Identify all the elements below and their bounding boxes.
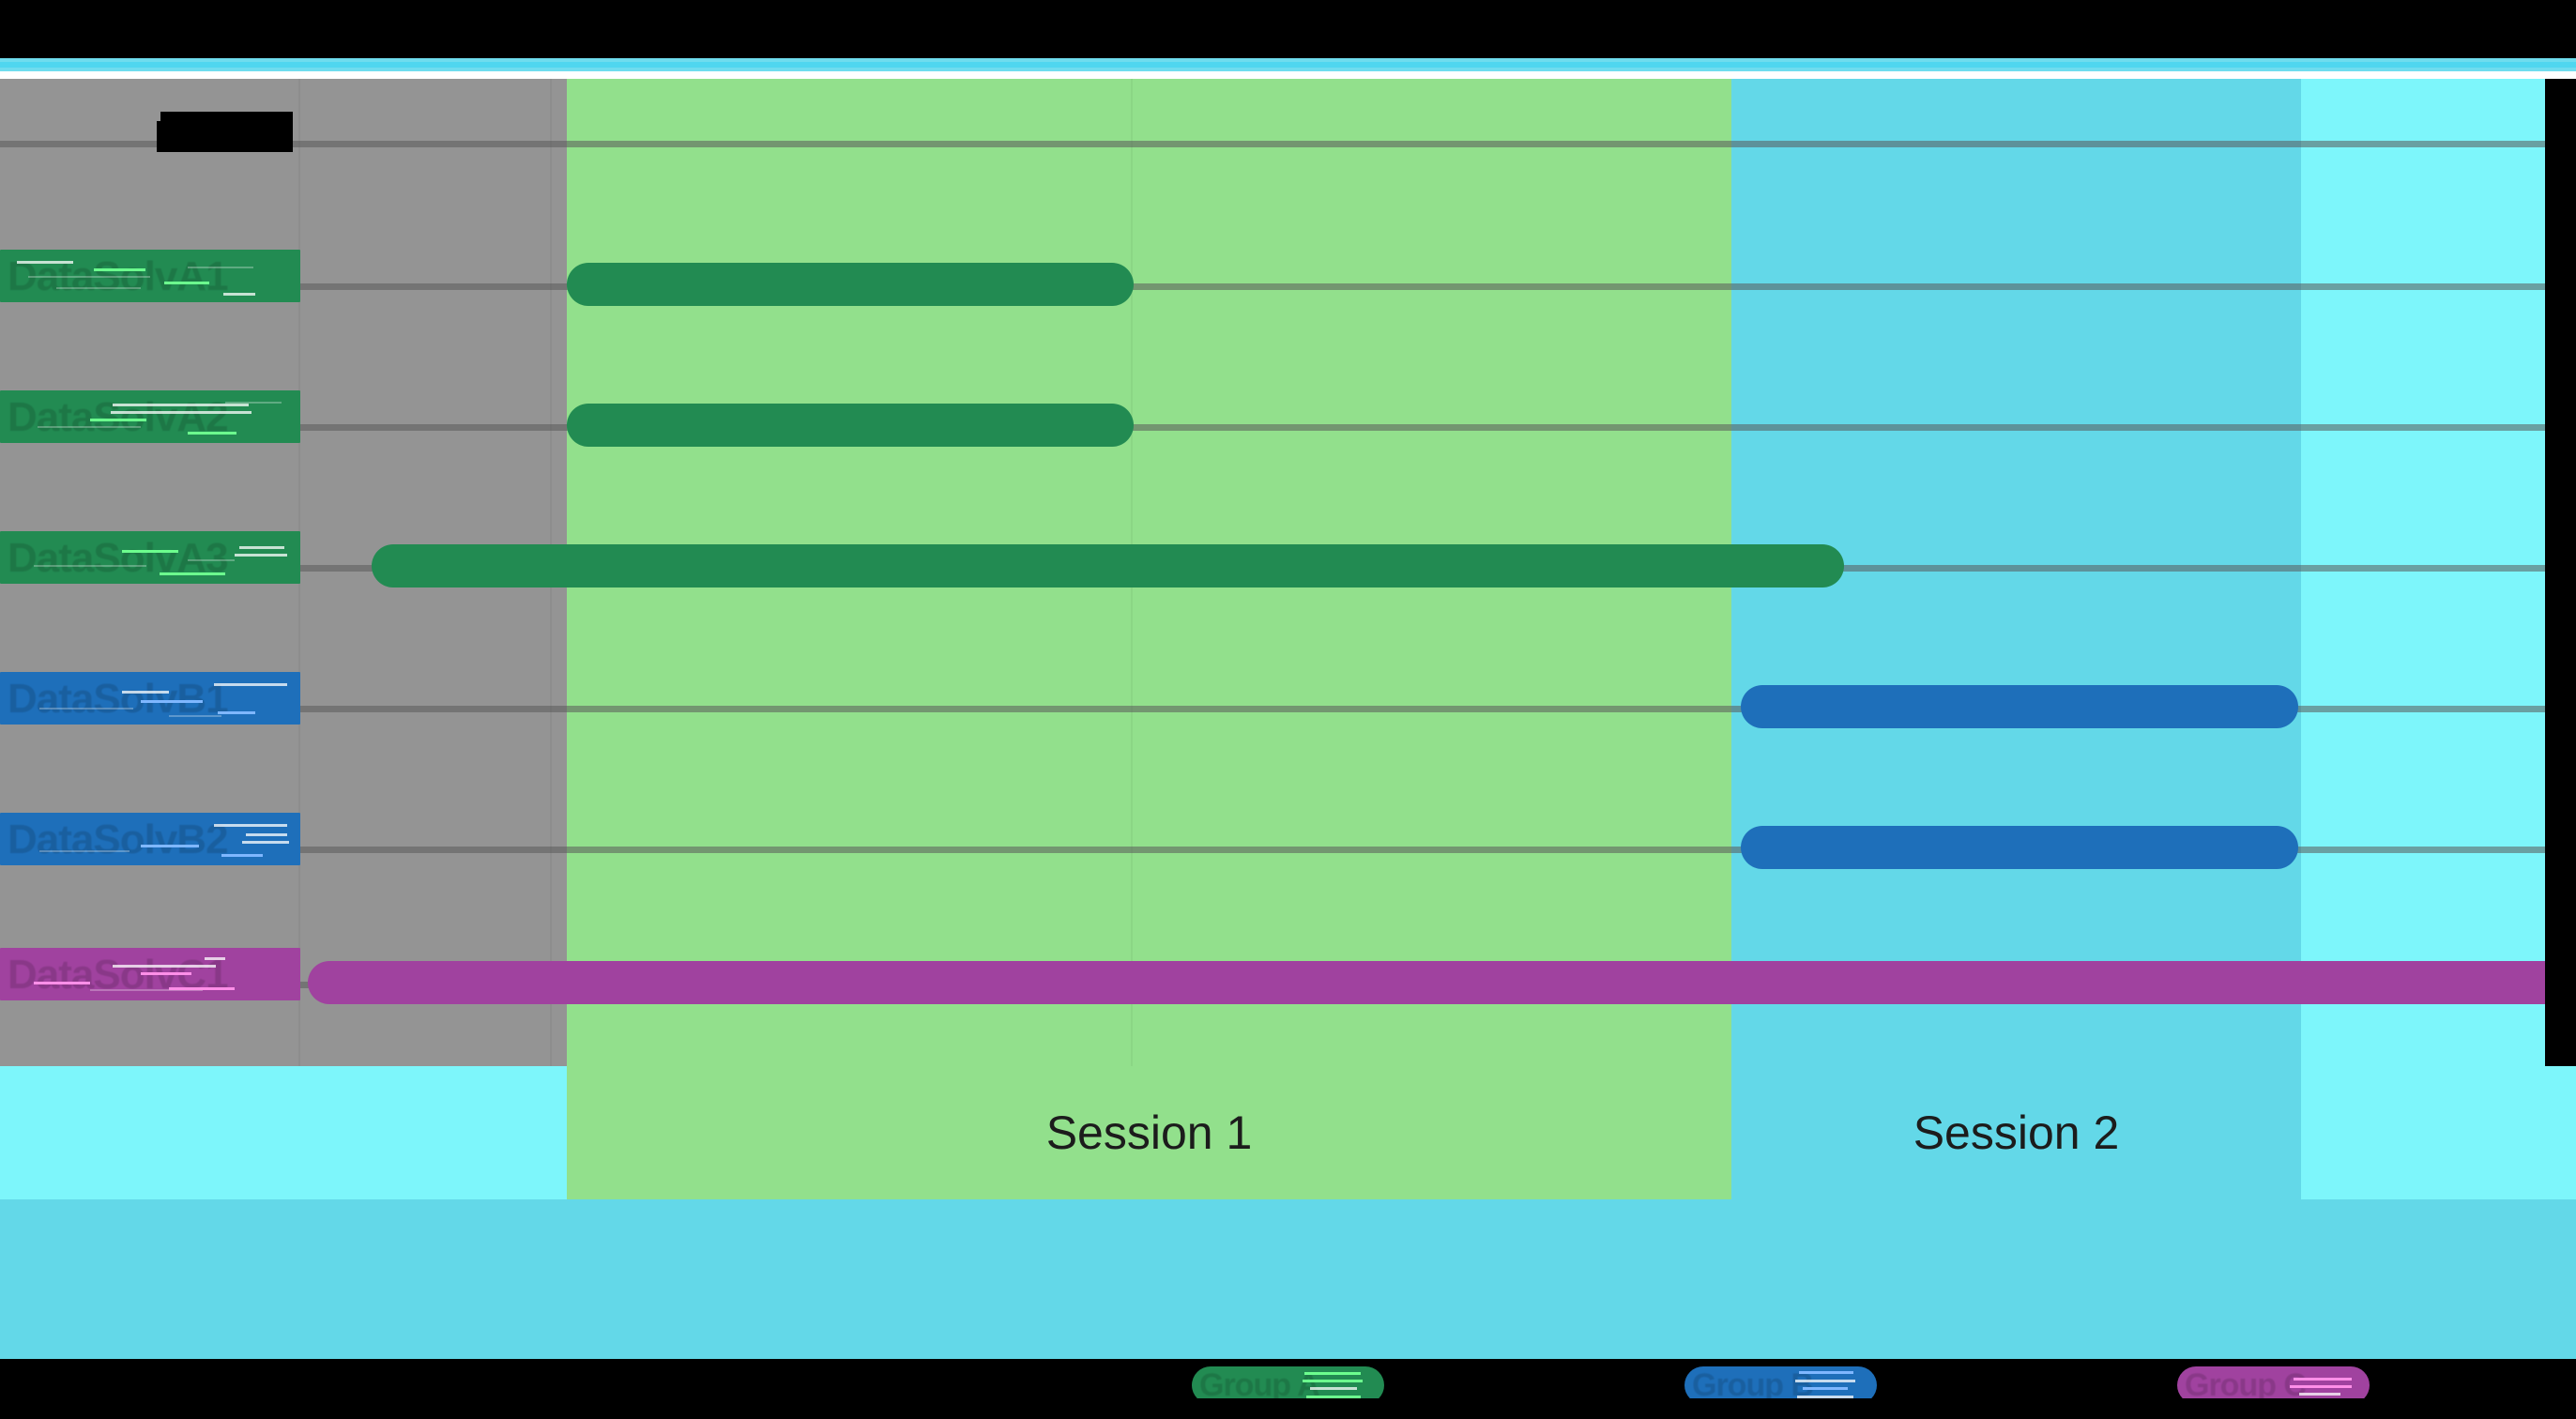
session-axis: Session 1 Session 2 <box>0 1066 2576 1199</box>
row-label-5-text: DataSolvB2 <box>8 816 229 862</box>
row-label-3[interactable]: DataSolvA3 <box>0 531 300 584</box>
legend-item-magenta-label: Group C <box>2185 1367 2307 1403</box>
session-axis-label-2: Session 2 <box>1913 1106 2120 1159</box>
row-label-column: DataSolvA1 DataSolvA2 DataSolvA3 <box>0 79 300 1066</box>
gridline <box>0 706 2545 712</box>
top-accent-strip-inner <box>0 62 2576 68</box>
task-bar-1[interactable] <box>567 263 1134 306</box>
row-label-5[interactable]: DataSolvB2 <box>0 813 300 865</box>
bottom-edge <box>0 1398 2576 1419</box>
task-bar-5[interactable] <box>1741 826 2298 869</box>
row-label-4-text: DataSolvB1 <box>8 676 229 722</box>
session-axis-cell-2: Session 2 <box>1731 1066 2301 1199</box>
chart-title-redaction <box>151 112 293 152</box>
legend-item-magenta[interactable]: Group C <box>2177 1366 2370 1404</box>
legend-item-blue[interactable]: Group B <box>1684 1366 1877 1404</box>
task-bar-4[interactable] <box>1741 685 2298 728</box>
session-axis-cell-3 <box>2301 1066 2545 1199</box>
gridline <box>0 847 2545 853</box>
legend-item-green-label: Group A <box>1199 1367 1320 1403</box>
row-label-6-text: DataSolvC1 <box>8 952 229 998</box>
task-bar-3[interactable] <box>372 544 1844 587</box>
legend-item-blue-label: Group B <box>1692 1367 1814 1403</box>
row-label-4[interactable]: DataSolvB1 <box>0 672 300 725</box>
task-bar-6[interactable] <box>308 961 2545 1004</box>
session-axis-cell-1: Session 1 <box>567 1066 1731 1199</box>
legend-band <box>0 1199 2576 1368</box>
top-white-strip <box>0 71 2576 79</box>
task-bar-2[interactable] <box>567 404 1134 447</box>
row-label-2[interactable]: DataSolvA2 <box>0 390 300 443</box>
session-axis-label-1: Session 1 <box>1045 1106 1253 1159</box>
plot-area <box>0 79 2545 1066</box>
row-label-1[interactable]: DataSolvA1 <box>0 250 300 302</box>
gridline <box>0 141 2545 147</box>
session-band-3 <box>2301 79 2545 1066</box>
legend-item-green[interactable]: Group A <box>1192 1366 1384 1404</box>
gridline <box>0 283 2545 290</box>
row-label-6[interactable]: DataSolvC1 <box>0 948 300 1000</box>
gridline <box>0 424 2545 431</box>
